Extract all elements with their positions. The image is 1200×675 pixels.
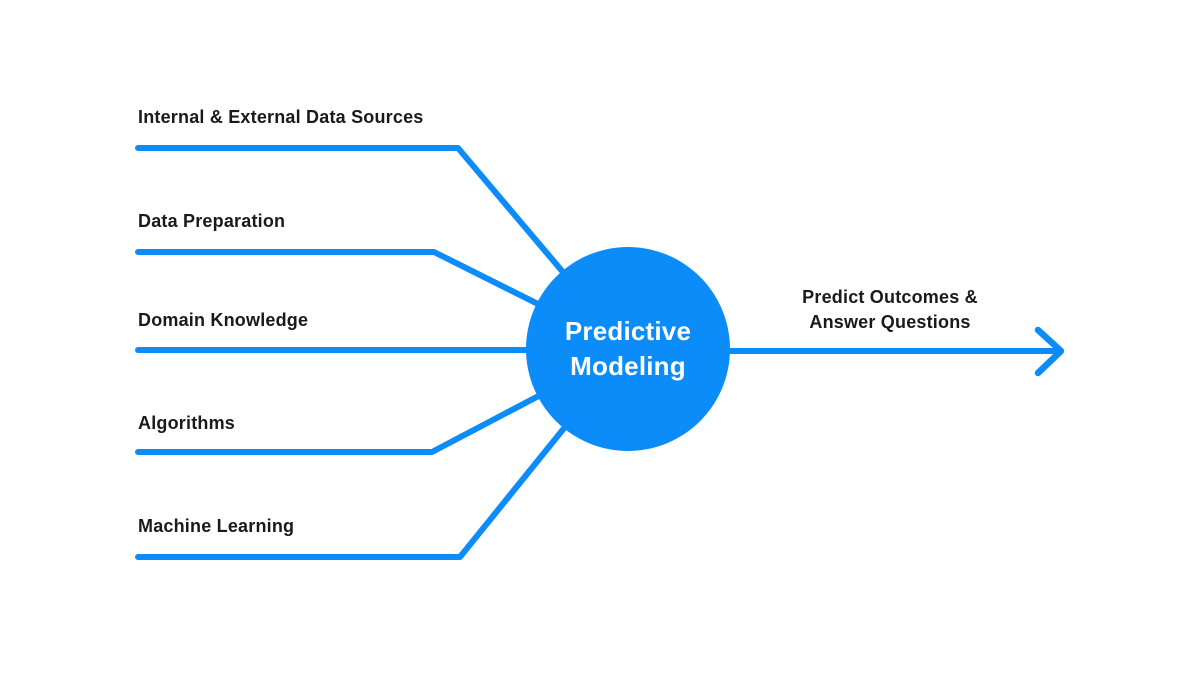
predictive-modeling-node — [526, 247, 730, 451]
input-label-data-preparation: Data Preparation — [138, 211, 286, 231]
input-label-data-sources: Internal & External Data Sources — [138, 107, 424, 127]
output-label-line2: Answer Questions — [809, 312, 971, 332]
center-node-label-line2: Modeling — [570, 351, 686, 381]
output-label-line1: Predict Outcomes & — [802, 287, 978, 307]
center-node-label: Predictive Modeling — [526, 247, 730, 451]
output-arrow-head — [1034, 326, 1065, 377]
input-label-algorithms: Algorithms — [138, 413, 236, 433]
center-node-label-line1: Predictive — [564, 316, 692, 346]
input-label-domain-knowledge: Domain Knowledge — [138, 310, 309, 330]
input-label-machine-learning: Machine Learning — [138, 516, 295, 536]
output-label: Predict Outcomes & Answer Questions — [770, 285, 1010, 335]
